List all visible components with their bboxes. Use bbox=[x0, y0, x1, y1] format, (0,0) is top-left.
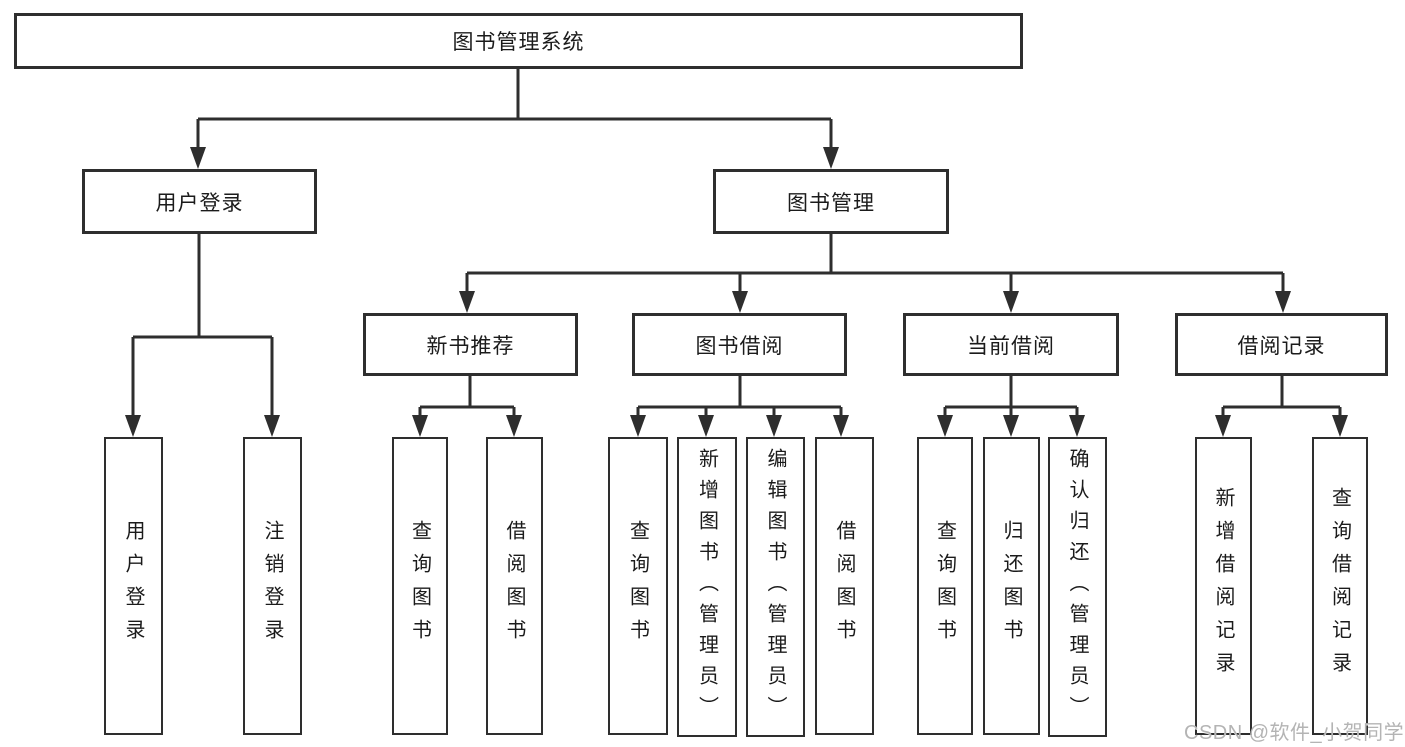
leaf-edit-books-admin: 编辑图书（管理员） bbox=[746, 437, 805, 737]
leaf-borrow-books-recommend: 借阅图书 bbox=[486, 437, 543, 735]
node-book-management: 图书管理 bbox=[713, 169, 949, 234]
node-current-borrow: 当前借阅 bbox=[903, 313, 1119, 376]
connector-lines bbox=[131, 69, 1342, 419]
node-user-login: 用户登录 bbox=[82, 169, 317, 234]
leaf-query-books-recommend: 查询图书 bbox=[392, 437, 448, 735]
leaf-query-borrow-record: 查询借阅记录 bbox=[1312, 437, 1368, 735]
leaf-query-books-current: 查询图书 bbox=[917, 437, 973, 735]
arrowhead-icons bbox=[125, 147, 1348, 437]
leaf-add-books-admin: 新增图书（管理员） bbox=[677, 437, 737, 737]
node-borrow-records: 借阅记录 bbox=[1175, 313, 1388, 376]
leaf-query-books-borrow: 查询图书 bbox=[608, 437, 668, 735]
leaf-return-books: 归还图书 bbox=[983, 437, 1040, 735]
node-new-book-recommend: 新书推荐 bbox=[363, 313, 578, 376]
leaf-user-login: 用户登录 bbox=[104, 437, 163, 735]
leaf-borrow-books: 借阅图书 bbox=[815, 437, 874, 735]
watermark-text: CSDN @软件_小贺同学 bbox=[1184, 722, 1405, 744]
leaf-confirm-return-admin: 确认归还（管理员） bbox=[1048, 437, 1107, 737]
node-root-system: 图书管理系统 bbox=[14, 13, 1023, 69]
leaf-logout: 注销登录 bbox=[243, 437, 302, 735]
node-book-borrow: 图书借阅 bbox=[632, 313, 847, 376]
leaf-add-borrow-record: 新增借阅记录 bbox=[1195, 437, 1252, 735]
